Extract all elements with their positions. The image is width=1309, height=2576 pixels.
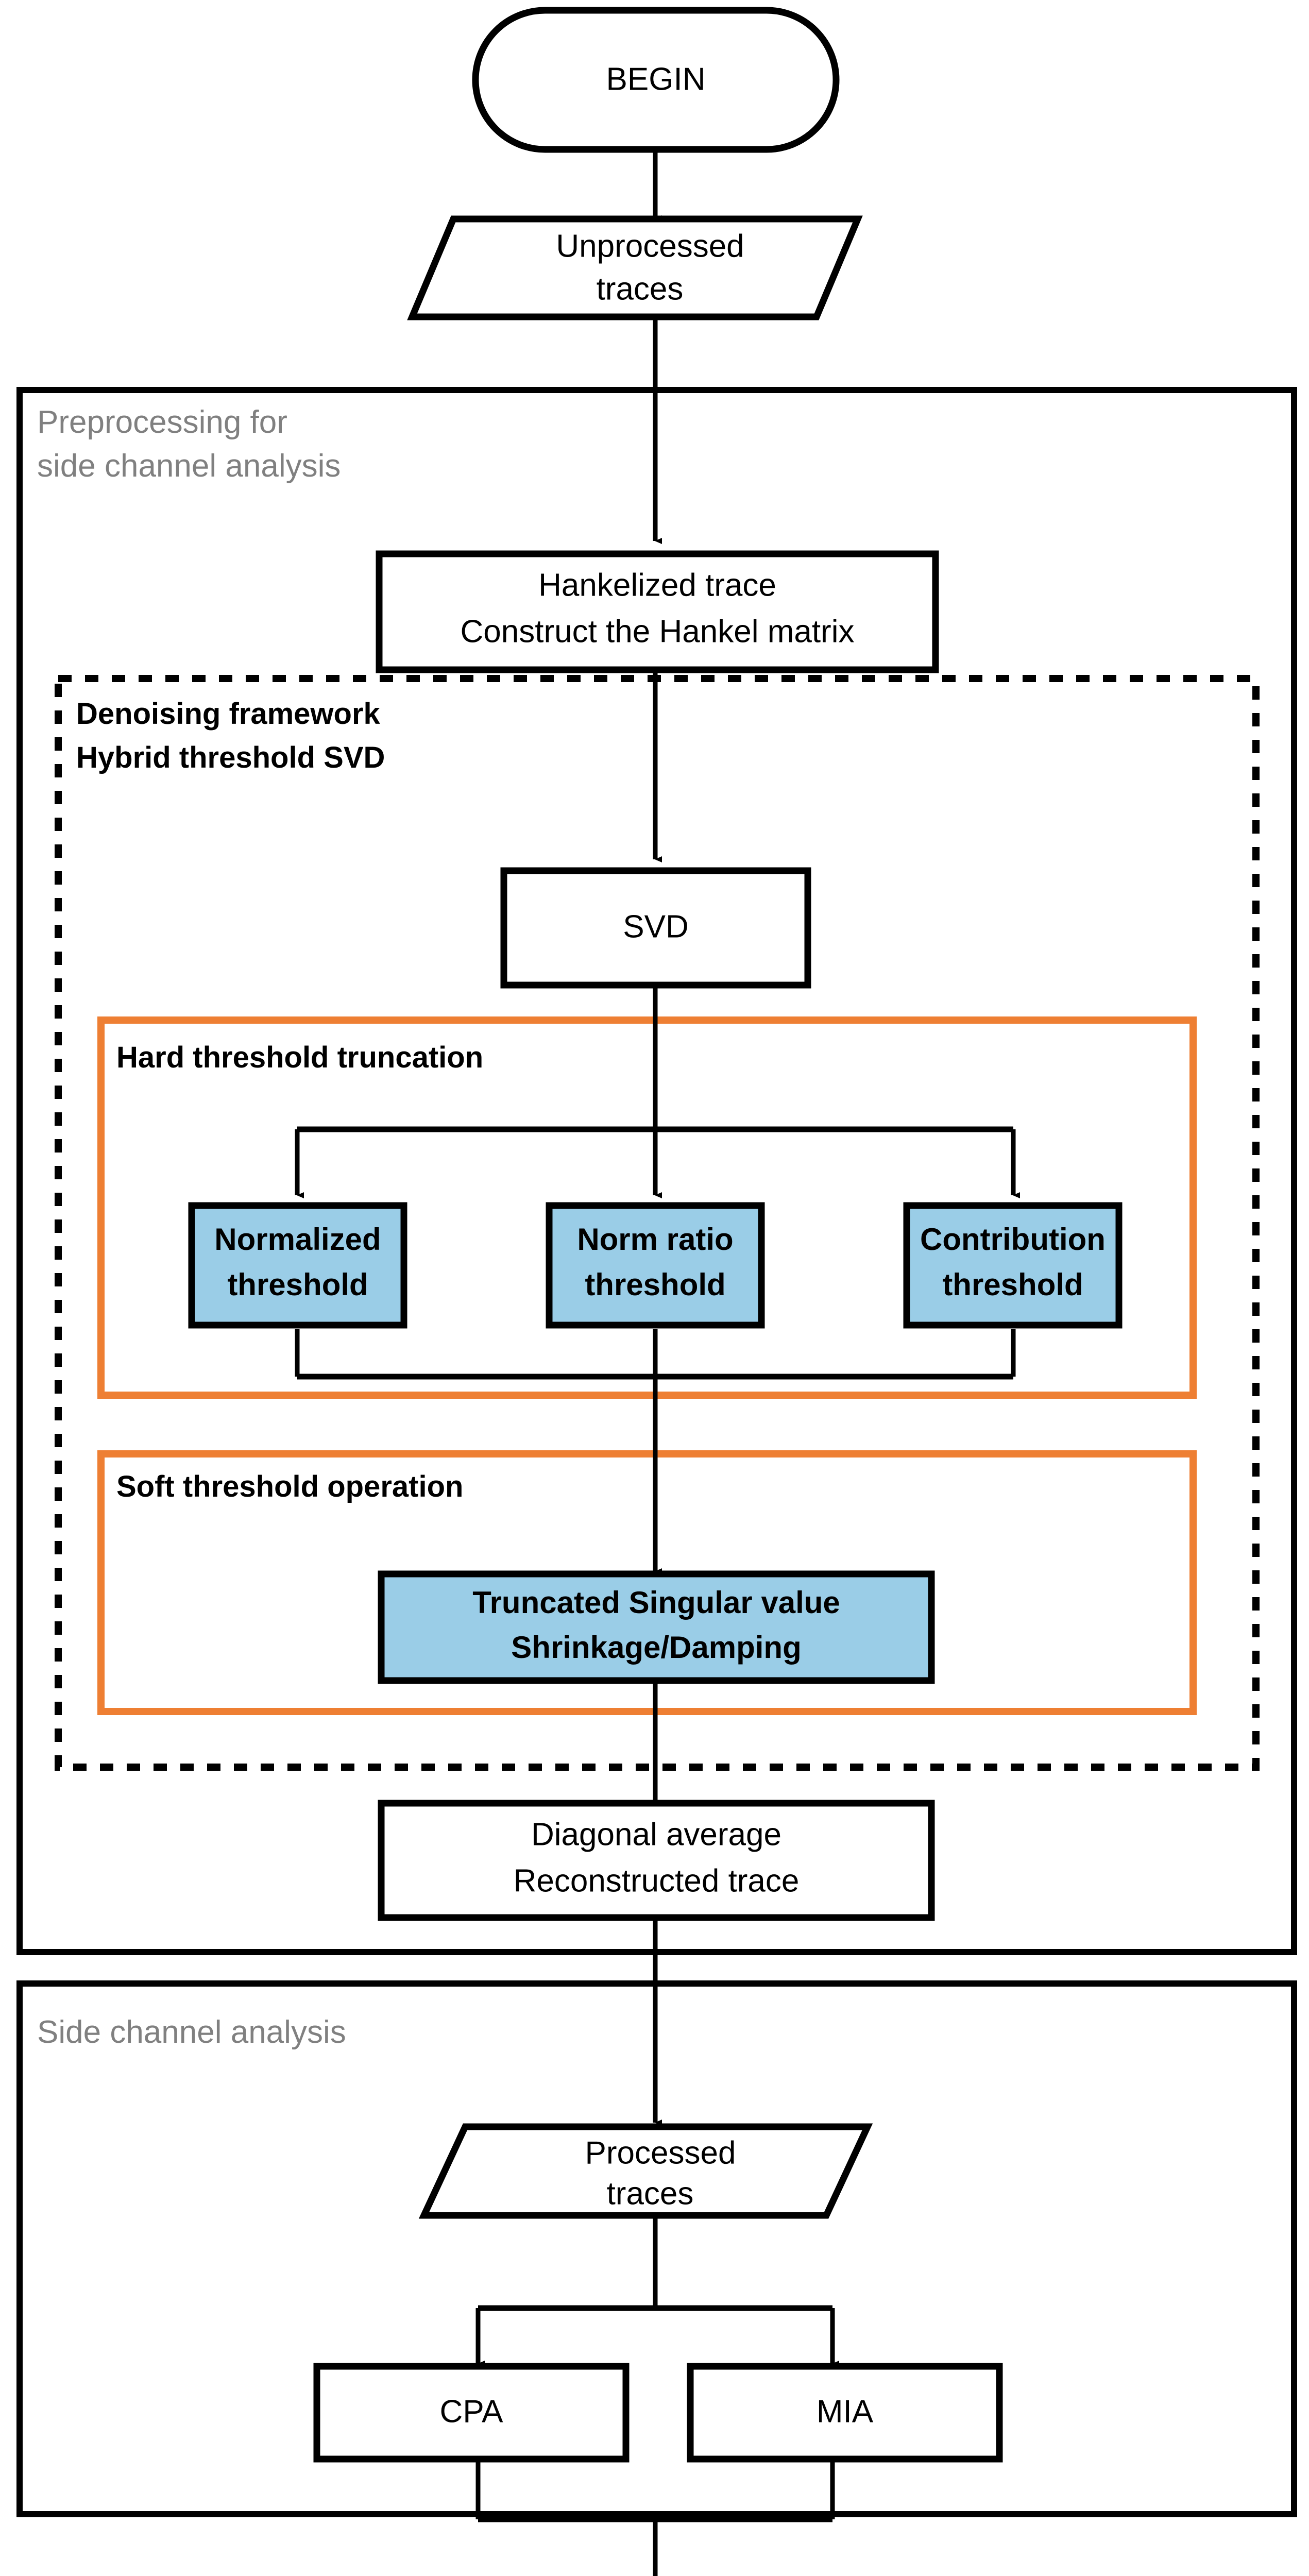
group-hard-threshold-label: Hard threshold truncation: [116, 1041, 483, 1074]
node-mia-shape[interactable]: [687, 2363, 1003, 2463]
group-hard-threshold: Hard threshold truncation: [97, 1016, 1197, 1399]
node-cpa[interactable]: CPA: [313, 2363, 630, 2463]
node-processed-traces-label-line2: traces: [607, 2176, 694, 2211]
node-norm-ratio-threshold-label-line2: threshold: [585, 1267, 725, 1302]
node-unprocessed-traces-label-line2: traces: [597, 271, 684, 307]
node-diagonal-average-label-line1: Diagonal average: [531, 1817, 781, 1852]
node-hankelized[interactable]: Hankelized trace Construct the Hankel ma…: [376, 550, 939, 673]
node-unprocessed-traces[interactable]: Unprocessed traces: [407, 215, 863, 320]
node-mia[interactable]: MIA: [687, 2363, 1003, 2463]
node-svd-shape[interactable]: [500, 867, 811, 989]
node-begin-label: BEGIN: [606, 61, 706, 97]
node-contribution-threshold-label-line2: threshold: [942, 1267, 1083, 1302]
group-soft-threshold-border: [97, 1450, 1197, 1715]
node-processed-traces[interactable]: Processed traces: [418, 2123, 873, 2219]
node-processed-traces-shape[interactable]: [418, 2123, 873, 2219]
node-begin[interactable]: BEGIN: [472, 7, 840, 153]
group-denoising: Denoising framework Hybrid threshold SVD: [55, 675, 1260, 1771]
node-truncated-singular-label-line2: Shrinkage/Damping: [511, 1630, 801, 1665]
node-truncated-singular-shape[interactable]: [378, 1570, 935, 1684]
node-hankelized-label-line2: Construct the Hankel matrix: [461, 614, 855, 649]
node-contribution-threshold[interactable]: Contribution threshold: [903, 1202, 1123, 1329]
node-truncated-singular-label-line1: Truncated Singular value: [472, 1585, 840, 1620]
node-diagonal-average[interactable]: Diagonal average Reconstructed trace: [378, 1800, 935, 1921]
node-norm-ratio-threshold[interactable]: Norm ratio threshold: [546, 1202, 765, 1329]
node-begin-shape[interactable]: [472, 7, 840, 153]
node-normalized-threshold-label-line2: threshold: [227, 1267, 368, 1302]
node-processed-traces-label-line1: Processed: [585, 2135, 736, 2171]
node-normalized-threshold-label-line1: Normalized: [214, 1222, 381, 1257]
node-contribution-threshold-shape[interactable]: [903, 1202, 1123, 1329]
node-unprocessed-traces-shape[interactable]: [407, 215, 863, 320]
node-norm-ratio-threshold-shape[interactable]: [546, 1202, 765, 1329]
node-contribution-threshold-label-line1: Contribution: [920, 1222, 1106, 1257]
node-svd[interactable]: SVD: [500, 867, 811, 989]
node-truncated-singular[interactable]: Truncated Singular value Shrinkage/Dampi…: [378, 1570, 935, 1684]
node-normalized-threshold[interactable]: Normalized threshold: [188, 1202, 407, 1329]
node-cpa-label: CPA: [440, 2394, 504, 2429]
node-cpa-shape[interactable]: [313, 2363, 630, 2463]
node-diagonal-average-label-line2: Reconstructed trace: [514, 1863, 800, 1899]
node-diagonal-average-shape[interactable]: [378, 1800, 935, 1921]
group-preprocessing-label-line1: Preprocessing for: [37, 404, 287, 440]
group-soft-threshold: Soft threshold operation: [97, 1450, 1197, 1715]
node-mia-label: MIA: [817, 2394, 874, 2429]
node-svd-label: SVD: [623, 909, 688, 944]
group-side-channel-label: Side channel analysis: [37, 2014, 346, 2050]
node-unprocessed-traces-label-line1: Unprocessed: [556, 228, 744, 264]
node-hankelized-shape[interactable]: [376, 550, 939, 673]
node-norm-ratio-threshold-label-line1: Norm ratio: [577, 1222, 733, 1257]
group-denoising-label-line2: Hybrid threshold SVD: [76, 741, 385, 774]
group-hard-threshold-border: [97, 1016, 1197, 1399]
group-soft-threshold-label: Soft threshold operation: [116, 1470, 463, 1503]
group-denoising-label-line1: Denoising framework: [76, 697, 381, 731]
group-preprocessing-label-line2: side channel analysis: [37, 448, 341, 484]
node-hankelized-label-line1: Hankelized trace: [538, 567, 776, 603]
node-normalized-threshold-shape[interactable]: [188, 1202, 407, 1329]
